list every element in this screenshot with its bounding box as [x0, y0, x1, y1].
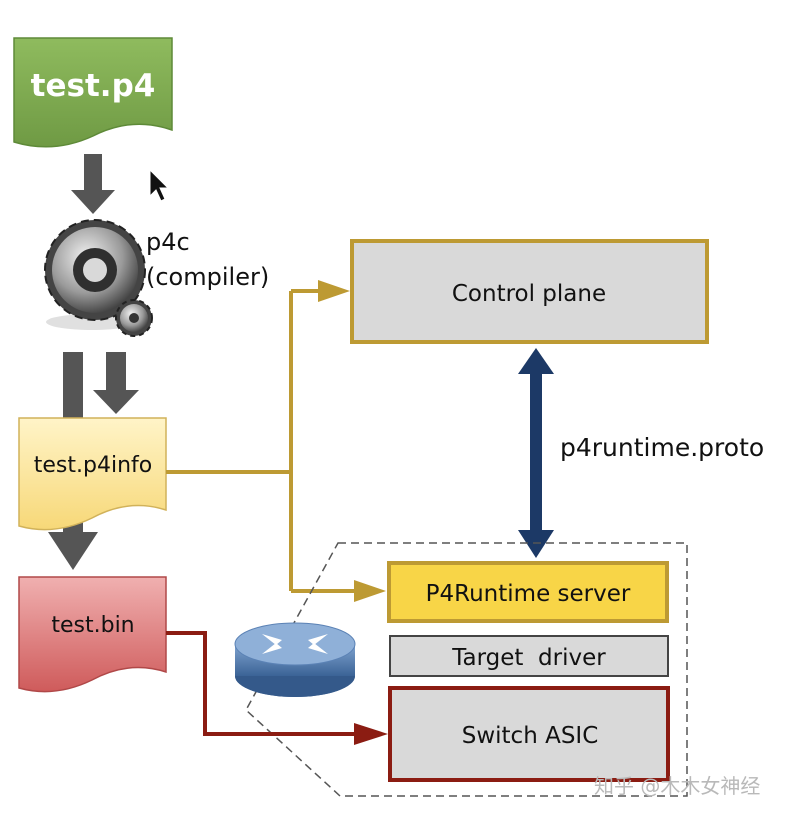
p4runtime-link-arrow: [518, 348, 554, 558]
binary-file-shape: [18, 576, 167, 693]
source-file-doc: test.p4: [13, 37, 173, 148]
switch-asic-box: Switch ASIC: [388, 686, 670, 782]
control-plane-box: Control plane: [350, 239, 709, 344]
router-icon: [234, 622, 356, 697]
binary-file-doc: test.bin: [18, 576, 167, 693]
arrowhead-to-runtime-server: [354, 580, 386, 602]
source-file-shape: [13, 37, 173, 148]
control-plane-label: Control plane: [452, 281, 606, 307]
switch-asic-label: Switch ASIC: [462, 723, 599, 749]
arrowhead-to-control-plane: [318, 280, 350, 302]
binary-connector: [166, 631, 356, 736]
arrowhead-to-switch-asic: [354, 723, 388, 745]
binary-file-label: test.bin: [51, 613, 134, 638]
watermark: 知乎 @木木女神经: [594, 774, 760, 798]
gear-icon: [44, 219, 153, 337]
compiler-name: p4c: [146, 228, 190, 256]
arrow-source-to-compiler: [71, 154, 115, 214]
runtime-server-box: P4Runtime server: [387, 561, 669, 623]
p4info-file-label: test.p4info: [34, 453, 152, 478]
arrow-compiler-to-p4info: [93, 352, 139, 414]
compiler-subtitle: (compiler): [146, 263, 269, 291]
runtime-server-label: P4Runtime server: [426, 581, 631, 607]
target-driver-box: Target driver: [389, 635, 669, 677]
target-driver-label: Target driver: [451, 645, 606, 671]
p4runtime-link-label: p4runtime.proto: [560, 433, 764, 462]
p4info-connector: [166, 289, 356, 593]
source-file-label: test.p4: [31, 68, 156, 104]
p4info-file-doc: test.p4info: [18, 417, 167, 531]
mouse-cursor-icon: [149, 168, 170, 202]
p4info-file-shape: [18, 417, 167, 531]
